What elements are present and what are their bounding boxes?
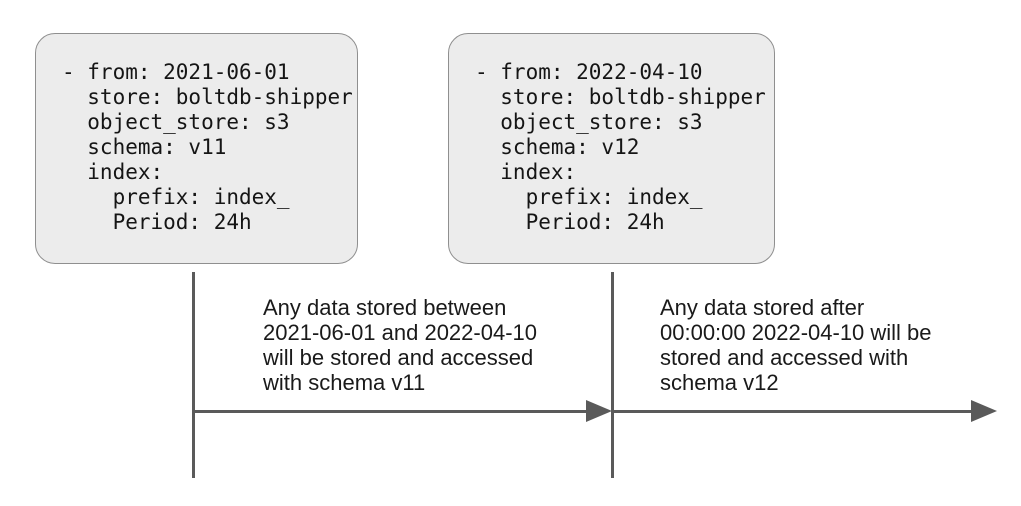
timeline-tick-2021-06-01 [192, 272, 195, 478]
schema-config-box-v12: - from: 2022-04-10 store: boltdb-shipper… [448, 33, 775, 264]
timeline-tick-2022-04-10 [611, 272, 614, 478]
timeline-segment-v11 [192, 410, 587, 413]
schema-config-box-v11: - from: 2021-06-01 store: boltdb-shipper… [35, 33, 358, 264]
arrow-right-icon [971, 400, 997, 422]
timeline-segment-v12 [612, 410, 972, 413]
annotation-v11: Any data stored between 2021-06-01 and 2… [263, 295, 538, 395]
arrow-right-icon [586, 400, 612, 422]
annotation-v12: Any data stored after 00:00:00 2022-04-1… [660, 295, 932, 395]
